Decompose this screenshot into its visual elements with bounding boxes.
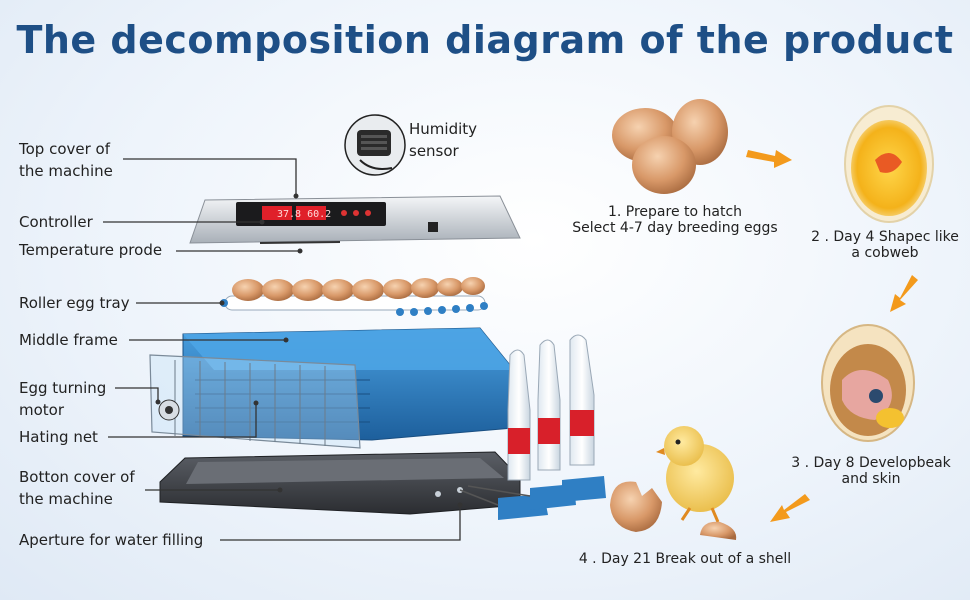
water-bottles [459,334,606,520]
arrow-1-to-2-icon [746,150,792,168]
egg-turning-motor [158,399,180,421]
stage-3-label: 3 . Day 8 Developbeak and skin [791,455,951,487]
roller-egg-tray [220,277,488,316]
stage-2-label: 2 . Day 4 Shapec like a cobweb [811,229,959,261]
top-cover [189,195,521,244]
process-arrows [746,150,918,522]
label-top-cover: Top cover of the machine [19,140,113,180]
controller-display: 37.8 60.2 [277,209,331,220]
stage-3-egg-image [821,324,915,442]
label-bottom-cover: Botton cover of the machine [19,468,135,508]
arrow-2-to-3-icon [890,275,918,312]
label-temperature-probe: Temperature prode [19,241,163,259]
label-egg-turning-motor: Egg turning motor [19,379,107,419]
label-roller-egg-tray: Roller egg tray [19,294,130,312]
page-title: The decomposition diagram of the product [16,18,954,62]
humidity-sensor-icon [344,114,406,176]
stage-4-label: 4 . Day 21 Break out of a shell [578,551,792,567]
label-controller: Controller [19,213,93,231]
leader-lines [103,158,461,541]
label-water-aperture: Aperture for water filling [19,531,204,549]
stage-1-eggs-image [612,99,728,194]
bottom-cover [159,451,521,515]
label-hatching-net: Hating net [19,428,98,446]
arrow-3-to-4-icon [770,494,810,522]
label-middle-frame: Middle frame [19,331,118,349]
stage-4-chick-image [610,426,737,540]
label-humidity-sensor: Humidity sensor [409,120,478,160]
stage-1-label: 1. Prepare to hatch Select 4-7 day breed… [572,204,778,236]
stage-2-egg-image [844,105,934,223]
